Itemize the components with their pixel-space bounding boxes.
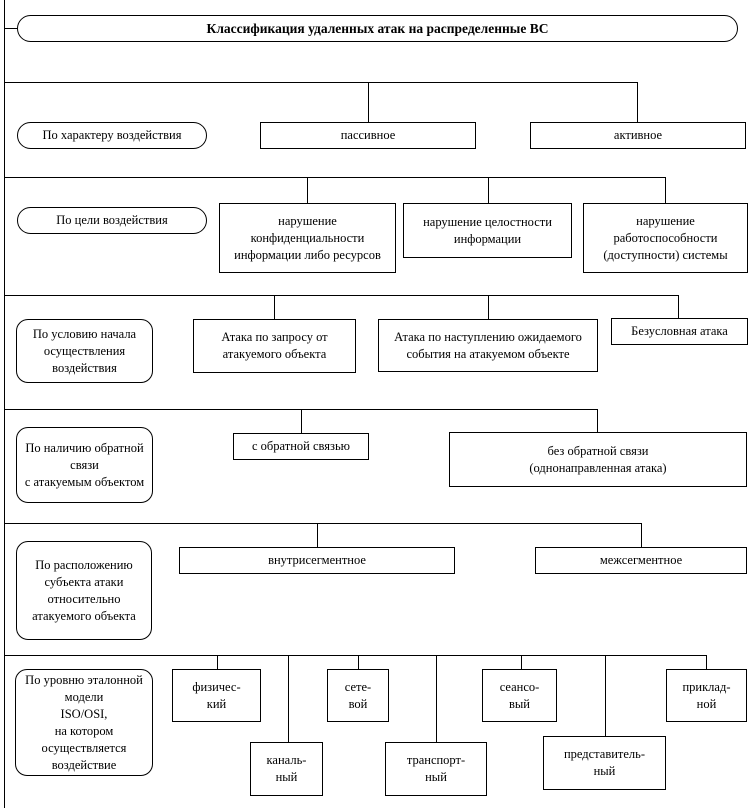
drop-row3-on-request bbox=[274, 295, 275, 319]
option-box-physical-layer: физичес- кий bbox=[172, 669, 261, 722]
option-box-without-feedback: без обратной связи (однонаправленная ата… bbox=[449, 432, 747, 487]
option-box-datalink-layer: каналь- ный bbox=[250, 742, 323, 796]
option-box-active: активное bbox=[530, 122, 746, 149]
drop-row6-physical bbox=[217, 655, 218, 669]
option-box-confidentiality: нарушение конфиденциальности информации … bbox=[219, 203, 396, 273]
drop-row2-confidentiality bbox=[307, 177, 308, 203]
row2-category-label: По цели воздействия bbox=[17, 207, 207, 234]
option-box-availability: нарушение работоспособности (доступности… bbox=[583, 203, 748, 273]
drop-row1-active bbox=[637, 82, 638, 122]
title-tick-line bbox=[4, 28, 18, 29]
drop-row6-session bbox=[521, 655, 522, 669]
drop-row6-presentation bbox=[605, 655, 606, 736]
option-box-presentation-layer: представитель- ный bbox=[543, 736, 666, 790]
spine-line bbox=[4, 0, 5, 808]
option-box-integrity: нарушение целостности информации bbox=[403, 203, 572, 258]
drop-row6-datalink bbox=[288, 655, 289, 742]
option-box-intersegment: межсегментное bbox=[535, 547, 747, 574]
connector-row2 bbox=[4, 177, 666, 178]
drop-row4-without-feedback bbox=[597, 409, 598, 432]
diagram-title: Классификация удаленных атак на распреде… bbox=[17, 15, 738, 42]
drop-row5-intrasegment bbox=[317, 523, 318, 547]
option-box-intrasegment: внутрисегментное bbox=[179, 547, 455, 574]
drop-row2-availability bbox=[665, 177, 666, 203]
connector-row5 bbox=[4, 523, 642, 524]
drop-row6-transport bbox=[436, 655, 437, 742]
connector-row6 bbox=[4, 655, 707, 656]
row5-category-label: По расположению субъекта атаки относител… bbox=[16, 541, 152, 640]
drop-row3-on-event bbox=[488, 295, 489, 319]
connector-row3 bbox=[4, 295, 679, 296]
connector-row1 bbox=[4, 82, 638, 83]
drop-row6-network bbox=[358, 655, 359, 669]
option-box-network-layer: сете- вой bbox=[327, 669, 389, 722]
option-box-session-layer: сеансо- вый bbox=[482, 669, 557, 722]
drop-row4-with-feedback bbox=[301, 409, 302, 433]
drop-row2-integrity bbox=[488, 177, 489, 203]
row1-category-label: По характеру воздействия bbox=[17, 122, 207, 149]
drop-row3-unconditional bbox=[678, 295, 679, 318]
drop-row6-application bbox=[706, 655, 707, 669]
row4-category-label: По наличию обратной связи с атакуемым об… bbox=[16, 427, 153, 503]
drop-row5-intersegment bbox=[641, 523, 642, 547]
drop-row1-passive bbox=[368, 82, 369, 122]
row3-category-label: По условию начала осуществления воздейст… bbox=[16, 319, 153, 383]
option-box-unconditional-attack: Безусловная атака bbox=[611, 318, 748, 345]
option-box-attack-on-event: Атака по наступлению ожидаемого события … bbox=[378, 319, 598, 372]
option-box-attack-on-request: Атака по запросу от атакуемого объекта bbox=[193, 319, 356, 373]
option-box-transport-layer: транспорт- ный bbox=[385, 742, 487, 796]
option-box-with-feedback: с обратной связью bbox=[233, 433, 369, 460]
option-box-passive: пассивное bbox=[260, 122, 476, 149]
option-box-application-layer: приклад- ной bbox=[666, 669, 747, 722]
row6-category-label: По уровню эталонной модели ISO/OSI, на к… bbox=[15, 669, 153, 776]
